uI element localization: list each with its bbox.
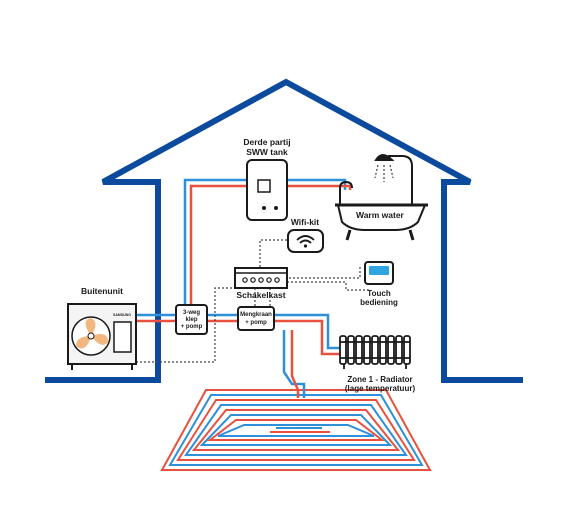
zone-label-line1: Zone 1 - Radiator: [347, 375, 412, 384]
underfloor-heating-icon: [160, 389, 432, 471]
touch-label-line2: bediening: [360, 298, 398, 307]
valve-label-line1: 3-weg: [183, 310, 200, 316]
mixer-label-line2: + pomp: [245, 320, 267, 326]
warm-water-label: Warm water: [356, 210, 405, 220]
pipe-network: [133, 165, 352, 398]
heat-pump-fan-icon: SAMSUNG: [67, 303, 137, 370]
wifi-icon: [287, 229, 324, 253]
wifi-kit-label: Wifi-kit: [291, 217, 319, 227]
water-tank-icon: [246, 159, 288, 221]
three-way-valve-box: [175, 304, 208, 335]
valve-label-line3: + pomp: [181, 324, 203, 330]
mixing-valve-box: [237, 306, 275, 331]
zone-label-line2: (lage temperatuur): [345, 384, 416, 393]
valve-label-line2: klep: [185, 317, 197, 323]
control-wiring: [133, 239, 370, 363]
mixer-label-line1: Mengkraan: [240, 312, 272, 318]
bathtub-shower-icon: [335, 154, 428, 241]
unit-brand-text: SAMSUNG: [113, 313, 131, 317]
schakelkast-label: Schakelkast: [236, 290, 285, 300]
tank-label-line2: SWW tank: [246, 147, 288, 157]
radiator-icon: [339, 335, 411, 369]
touch-label-line1: Touch: [367, 289, 391, 298]
touch-controller-icon: [364, 261, 394, 285]
control-box-icon: [234, 267, 288, 289]
tank-label-line1: Derde partij: [243, 137, 290, 147]
buitenunit-label: Buitenunit: [81, 286, 123, 296]
